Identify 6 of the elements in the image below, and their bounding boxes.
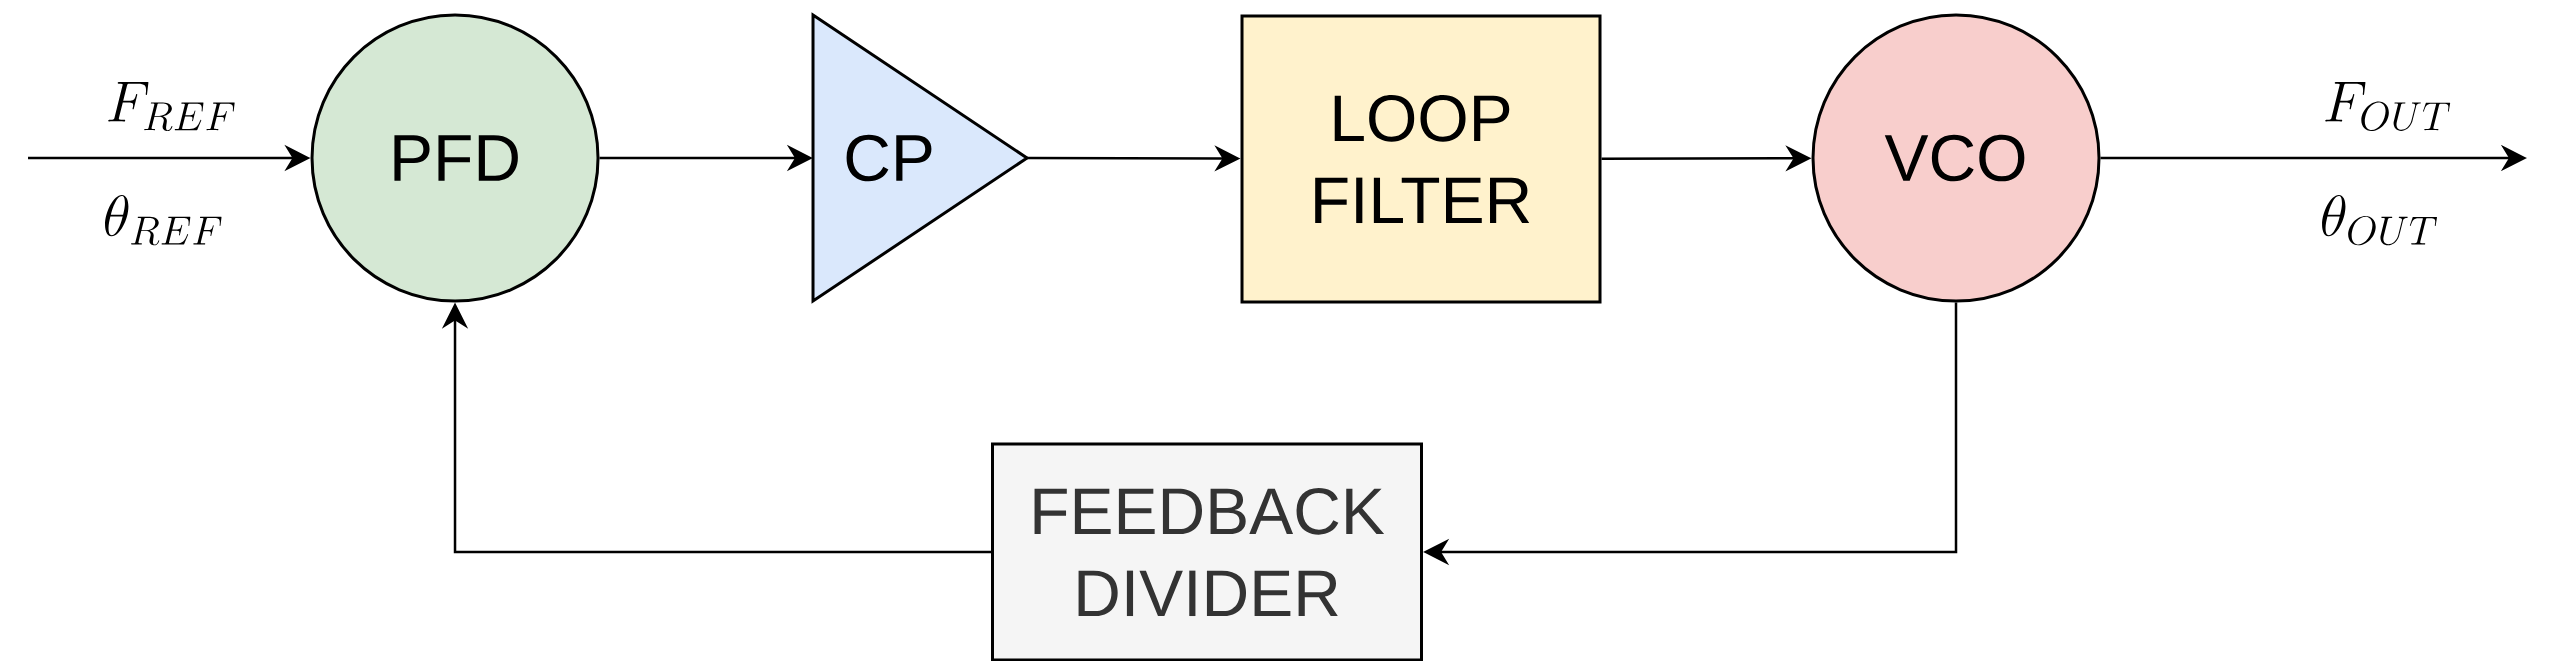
divider-box: FEEDBACK DIVIDER [991, 442, 1423, 661]
signal-label: $F_{REF}$ [108, 81, 235, 131]
loop-filter-box: LOOP FILTER [1240, 14, 1602, 304]
signal-label: $\theta_{REF}$ [105, 194, 222, 246]
signal-label: $F_{OUT}$ [2325, 81, 2451, 131]
signal-label: $\theta_{OUT}$ [2322, 194, 2437, 246]
